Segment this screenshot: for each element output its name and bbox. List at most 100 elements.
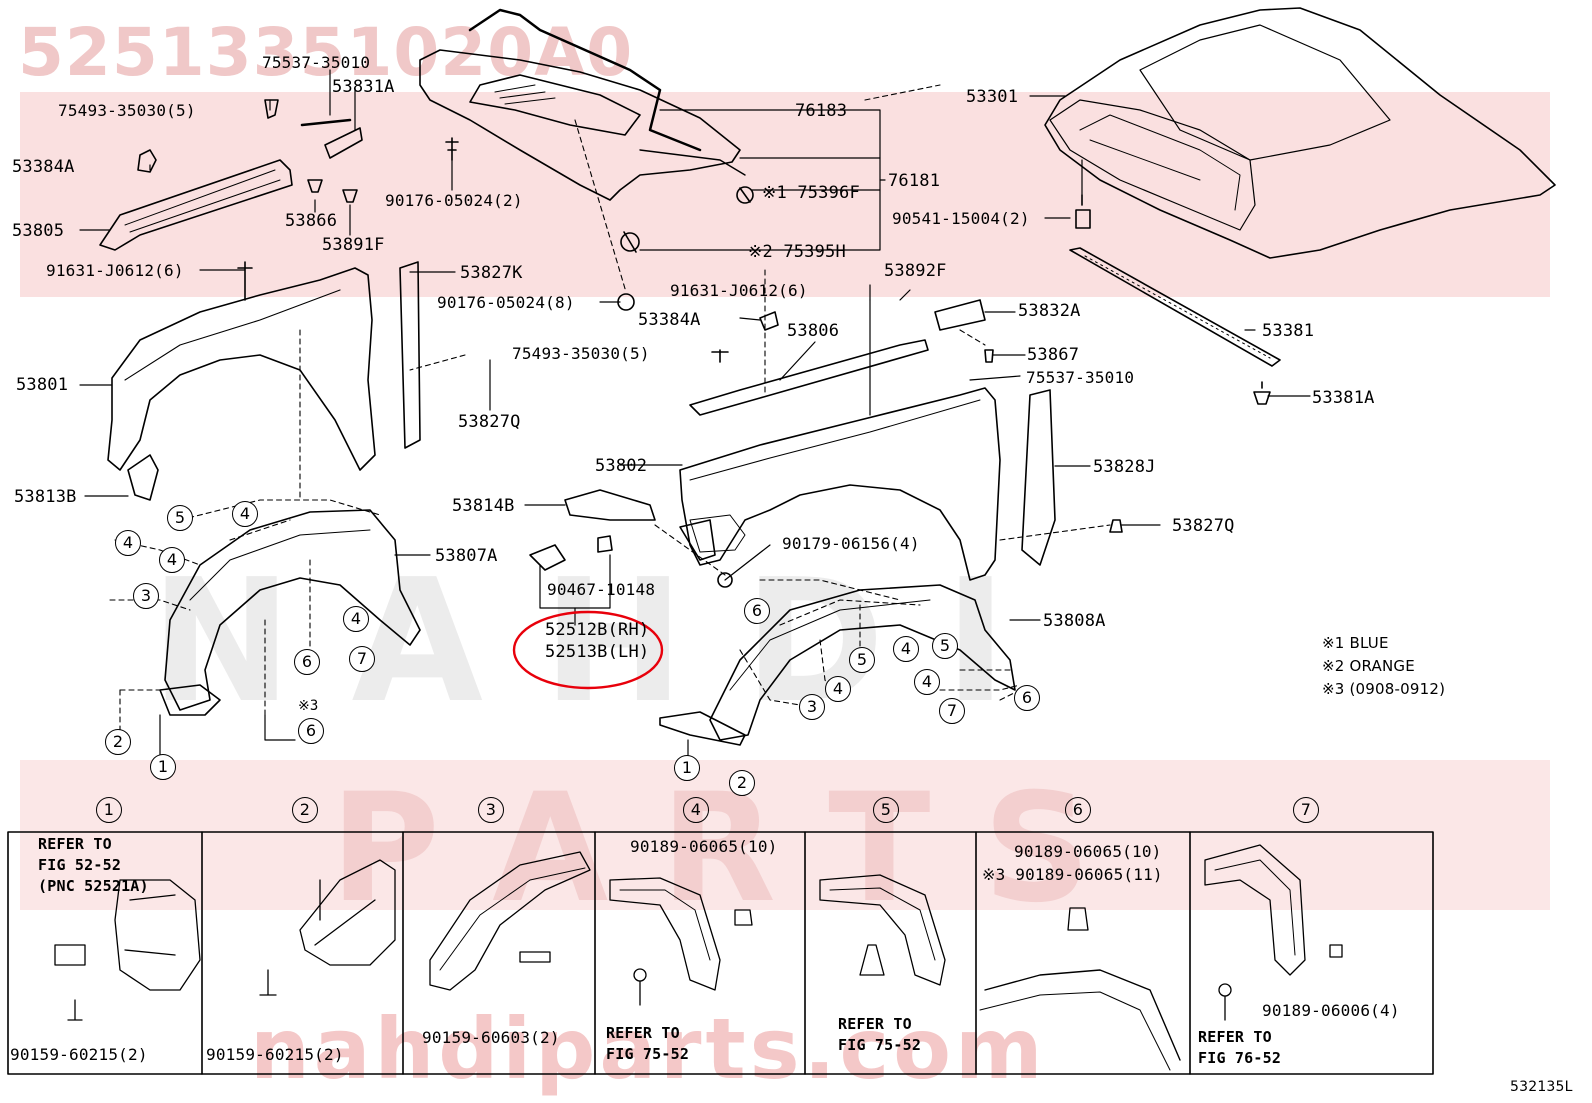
callout-circle: 1: [674, 755, 700, 781]
detail-7-refer-line2: FIG 76-52: [1198, 1049, 1282, 1067]
label-90179-06156: 90179-06156(4): [782, 534, 920, 553]
label-53892f: 53892F: [884, 261, 947, 281]
detail-1-part: 90159-60215(2): [10, 1045, 148, 1064]
label-75493-35030-b: 75493-35030(5): [512, 344, 650, 363]
note-orange: ※2 ORANGE: [1322, 657, 1415, 675]
callout-circle: 5: [849, 647, 875, 673]
callout-circle: 4: [232, 501, 258, 527]
label-75537-35010-a: 75537-35010: [262, 53, 371, 72]
detail-4-refer-line1: REFER TO: [606, 1024, 680, 1042]
detail-4-number: 4: [683, 797, 709, 823]
callout-circle: 4: [825, 676, 851, 702]
label-75396f: ※1 75396F: [762, 183, 860, 203]
detail-sketches: [54, 844, 1343, 1071]
fender-left-part: [107, 261, 421, 501]
label-90176-05024-b: 90176-05024(8): [437, 293, 575, 312]
detail-5-number: 5: [873, 797, 899, 823]
label-53813b: 53813B: [14, 487, 77, 507]
hood-seal-part: [1069, 247, 1281, 405]
fender-seal-left-part: [99, 99, 363, 251]
callout-circle: 7: [939, 698, 965, 724]
callout-circle: 6: [744, 598, 770, 624]
detail-1-refer-line3: (PNC 52521A): [38, 877, 149, 895]
label-75493-35030-a: 75493-35030(5): [58, 101, 196, 120]
label-53808a: 53808A: [1043, 611, 1106, 631]
label-53828j: 53828J: [1093, 457, 1156, 477]
label-53827k: 53827K: [460, 263, 523, 283]
callout-circle: 5: [167, 505, 193, 531]
detail-6-part-alt: ※3 90189-06065(11): [982, 865, 1163, 884]
label-53807a: 53807A: [435, 546, 498, 566]
label-90541-15004: 90541-15004(2): [892, 209, 1030, 228]
detail-4-refer-line2: FIG 75-52: [606, 1045, 690, 1063]
callout-circle: 7: [349, 646, 375, 672]
detail-7-part: 90189-06006(4): [1262, 1001, 1400, 1020]
detail-1-refer-line2: FIG 52-52: [38, 856, 122, 874]
callout-circle: 2: [729, 770, 755, 796]
fender-right-part: [679, 387, 1123, 581]
detail-1-refer-line1: REFER TO: [38, 835, 112, 853]
label-53384a-left: 53384A: [12, 157, 75, 177]
label-53814b: 53814B: [452, 496, 515, 516]
callout-circle: 4: [914, 669, 940, 695]
callout-circle: 6: [294, 649, 320, 675]
note-date-range: ※3 (0908-0912): [1322, 680, 1446, 698]
label-53806: 53806: [787, 321, 840, 341]
callout-circle: 4: [115, 530, 141, 556]
detail-frame: [7, 831, 1434, 1075]
label-91631-j0612-b: 91631-J0612(6): [670, 281, 808, 300]
label-52512b-rh: 52512B(RH): [545, 620, 650, 640]
callout-circle: 2: [105, 729, 131, 755]
label-76181: 76181: [888, 171, 941, 191]
bumper-cover-part: [419, 8, 754, 311]
label-75395h: ※2 75395H: [748, 242, 846, 262]
label-53866: 53866: [285, 211, 338, 231]
label-53381: 53381: [1262, 321, 1315, 341]
label-53867: 53867: [1027, 345, 1080, 365]
detail-1-number: 1: [96, 797, 122, 823]
svg-text:P A R T S: P A R T S: [330, 762, 1091, 936]
liner-right-part: [659, 584, 1016, 746]
callout-circle: 3: [799, 694, 825, 720]
label-53801: 53801: [16, 375, 69, 395]
detail-2-number: 2: [292, 797, 318, 823]
highlight-ellipse: [512, 610, 664, 690]
label-76183: 76183: [795, 101, 848, 121]
label-90467-10148: 90467-10148: [547, 580, 656, 599]
label-53802: 53802: [595, 456, 648, 476]
detail-7-number: 7: [1293, 797, 1319, 823]
callout-circle: 3: [133, 583, 159, 609]
callout-circle: 6: [298, 718, 324, 744]
hood-part: [1044, 7, 1556, 259]
watermark-site: nahdiparts.com: [250, 1000, 1047, 1098]
leader-lines: [79, 69, 1311, 761]
label-75537-35010-b: 75537-35010: [1026, 368, 1135, 387]
detail-7-refer-line1: REFER TO: [1198, 1028, 1272, 1046]
label-53827q-b: 53827Q: [1172, 516, 1235, 536]
dashed-guides: [109, 84, 1111, 736]
label-53827q-a: 53827Q: [458, 412, 521, 432]
label-53805: 53805: [12, 221, 65, 241]
callout-circle: 5: [932, 633, 958, 659]
label-53301: 53301: [966, 87, 1019, 107]
detail-6-number: 6: [1065, 797, 1091, 823]
label-90176-05024-a: 90176-05024(2): [385, 191, 523, 210]
label-53831a: 53831A: [332, 77, 395, 97]
callout-circle: 1: [150, 754, 176, 780]
detail-4-part: 90189-06065(10): [630, 837, 778, 856]
callout-circle: 4: [893, 636, 919, 662]
detail-3-number: 3: [478, 797, 504, 823]
label-91631-j0612-a: 91631-J0612(6): [46, 261, 184, 280]
label-53381a: 53381A: [1312, 388, 1375, 408]
detail-5-refer-line2: FIG 75-52: [838, 1036, 922, 1054]
detail-2-part: 90159-60215(2): [206, 1045, 344, 1064]
svg-text:N A H D I: N A H D I: [150, 543, 1007, 741]
label-52513b-lh: 52513B(LH): [545, 642, 650, 662]
detail-3-part: 90159-60603(2): [422, 1028, 560, 1047]
callout-circle: 4: [159, 547, 185, 573]
detail-6-part: 90189-06065(10): [1014, 842, 1162, 861]
